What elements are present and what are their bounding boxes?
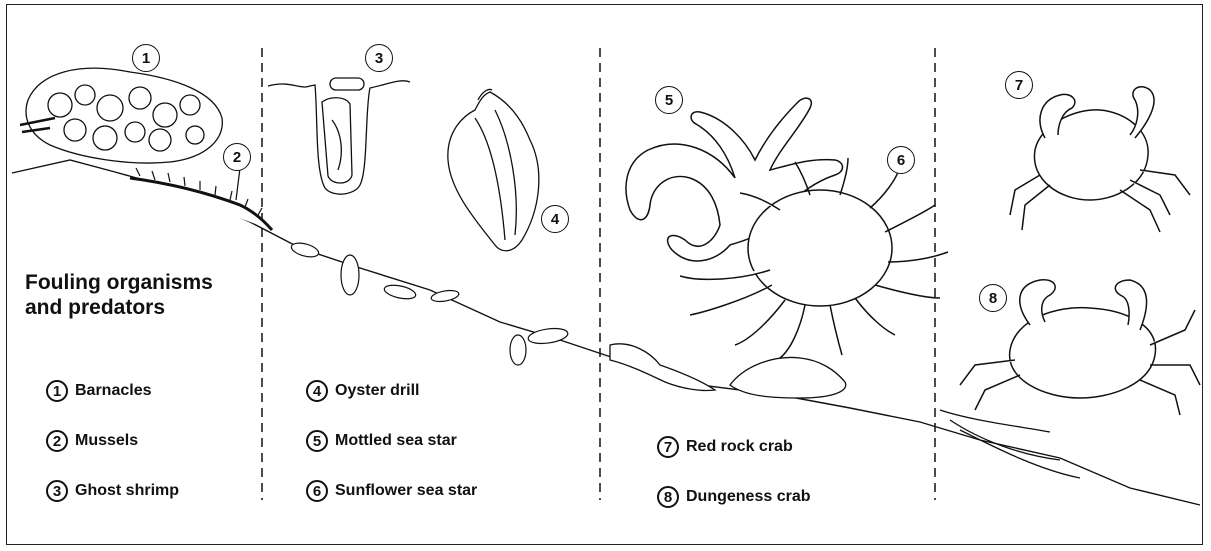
callout-7: 7 bbox=[1005, 71, 1033, 99]
legend-number: 1 bbox=[46, 380, 68, 402]
figure-title: Fouling organisms and predators bbox=[25, 270, 213, 320]
legend-number: 4 bbox=[306, 380, 328, 402]
legend-item-mussels: 2 Mussels bbox=[46, 430, 138, 452]
ghost-shrimp-burrow bbox=[268, 78, 410, 194]
legend-label: Mussels bbox=[75, 432, 138, 450]
legend-item-mottled-sea-star: 5 Mottled sea star bbox=[306, 430, 457, 452]
callout-3: 3 bbox=[365, 44, 393, 72]
legend-label: Dungeness crab bbox=[686, 488, 810, 506]
callout-8: 8 bbox=[979, 284, 1007, 312]
legend-number: 3 bbox=[46, 480, 68, 502]
legend-label: Mottled sea star bbox=[335, 432, 457, 450]
legend-number: 5 bbox=[306, 430, 328, 452]
legend-number: 8 bbox=[657, 486, 679, 508]
legend-label: Ghost shrimp bbox=[75, 482, 179, 500]
barnacle-cluster bbox=[20, 68, 222, 163]
legend-item-red-rock-crab: 7 Red rock crab bbox=[657, 436, 793, 458]
callout-5: 5 bbox=[655, 86, 683, 114]
legend-item-sunflower-sea-star: 6 Sunflower sea star bbox=[306, 480, 477, 502]
callout-2: 2 bbox=[223, 143, 251, 171]
legend-number: 2 bbox=[46, 430, 68, 452]
legend-number: 6 bbox=[306, 480, 328, 502]
legend-label: Oyster drill bbox=[335, 382, 419, 400]
legend-item-barnacles: 1 Barnacles bbox=[46, 380, 152, 402]
legend-item-ghost-shrimp: 3 Ghost shrimp bbox=[46, 480, 179, 502]
legend-item-oyster-drill: 4 Oyster drill bbox=[306, 380, 419, 402]
oyster-drill-shell bbox=[448, 89, 539, 250]
legend-label: Sunflower sea star bbox=[335, 482, 477, 500]
callout-4: 4 bbox=[541, 205, 569, 233]
red-rock-crab bbox=[1010, 87, 1190, 232]
legend-number: 7 bbox=[657, 436, 679, 458]
callout-6: 6 bbox=[887, 146, 915, 174]
callout-1: 1 bbox=[132, 44, 160, 72]
legend-item-dungeness-crab: 8 Dungeness crab bbox=[657, 486, 810, 508]
legend-label: Red rock crab bbox=[686, 438, 793, 456]
legend-label: Barnacles bbox=[75, 382, 152, 400]
